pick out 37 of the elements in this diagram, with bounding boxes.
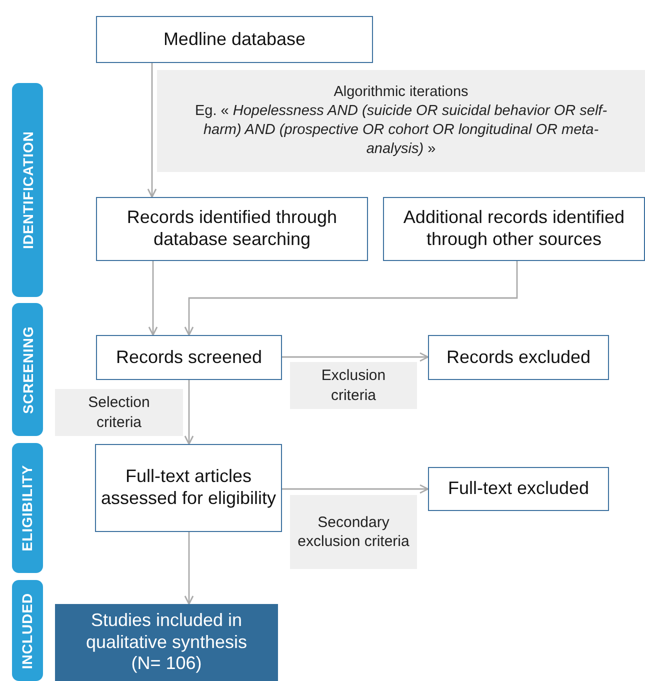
process-box	[96, 197, 368, 261]
query-text: Eg. « Hopelessness AND (suicide OR suicidal behavior OR self-harm) AND (prospective OR cohort OR longitudinal OR meta-analysis) »	[194, 102, 608, 159]
arrow	[282, 484, 429, 494]
box-text: Full-text articles assessed for eligibility	[100, 466, 277, 510]
box-text: Exclusion criteria	[320, 366, 387, 405]
box-text: Studies included in qualitative synthesis (N= 106)	[84, 610, 248, 675]
arrow	[184, 532, 194, 605]
box-text: Algorithmic iterations	[334, 83, 468, 102]
arrow	[184, 261, 518, 336]
box-text: Additional records identified through other sources	[402, 207, 626, 251]
box-text: Medline database	[163, 28, 306, 50]
box-text: Selection criteria	[87, 393, 151, 432]
arrow	[282, 352, 429, 362]
criteria-note	[55, 389, 183, 436]
process-box	[428, 335, 609, 380]
arrow	[147, 63, 157, 198]
arrow	[184, 380, 194, 445]
box-text: Full-text excluded	[448, 478, 590, 500]
phase-label: IDENTIFICATION	[20, 131, 36, 249]
box-text: Records excluded	[446, 346, 591, 368]
process-box	[96, 16, 373, 63]
phase-band	[12, 83, 43, 297]
process-box	[428, 467, 609, 511]
phase-band	[12, 443, 43, 573]
phase-label: INCLUDED	[20, 592, 36, 669]
process-box	[383, 197, 645, 261]
box-text: Secondary exclusion criteria	[296, 512, 410, 552]
arrow	[148, 261, 158, 336]
process-box	[95, 444, 282, 532]
box-text: Records screened	[116, 346, 262, 368]
phase-label: SCREENING	[20, 326, 36, 414]
phase-band	[12, 303, 43, 436]
process-box	[96, 335, 282, 380]
box-text: Records identified through database searching	[126, 207, 338, 251]
phase-label: ELIGIBILITY	[20, 464, 36, 552]
phase-band	[12, 580, 43, 681]
result-box	[55, 604, 278, 681]
